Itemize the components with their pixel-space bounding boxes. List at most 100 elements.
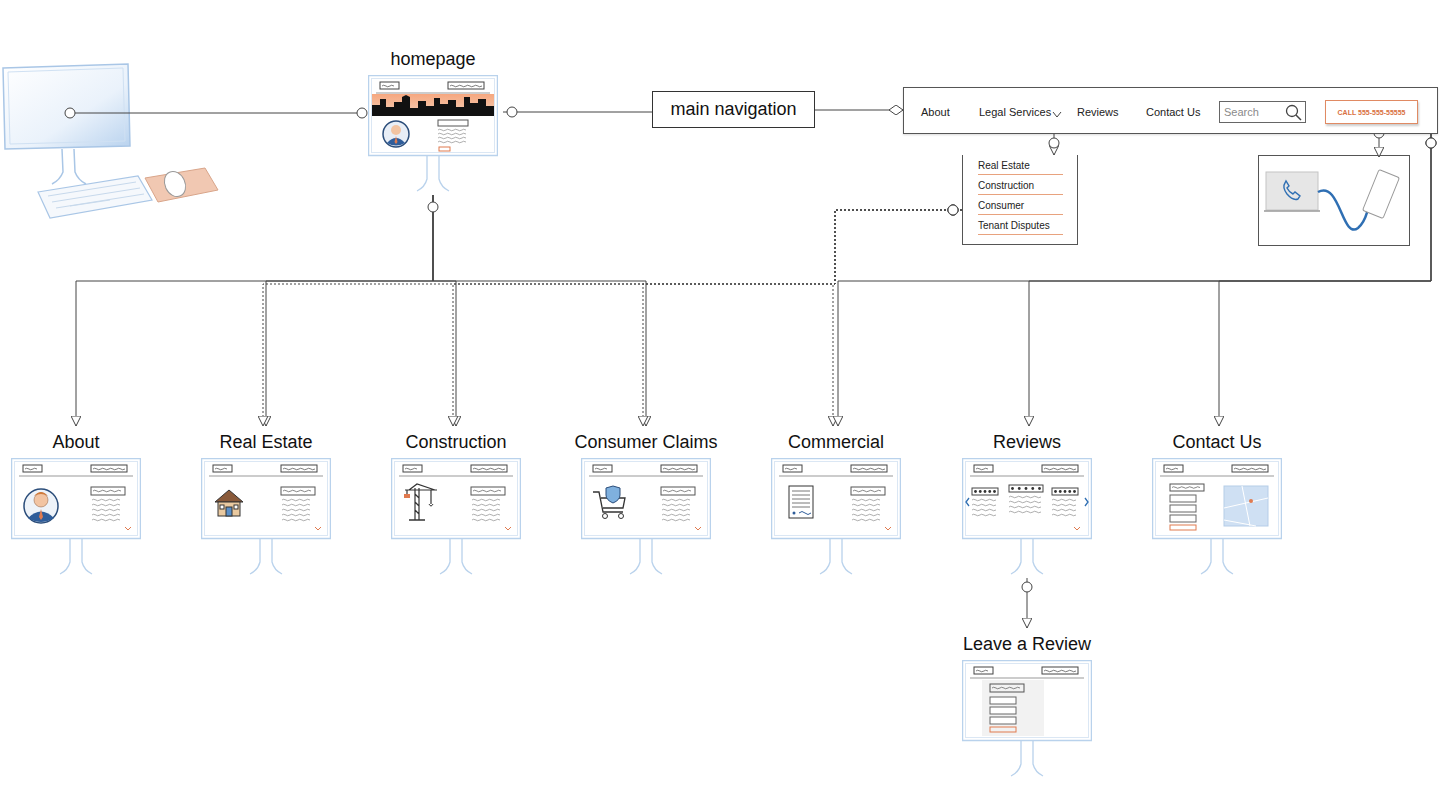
menu-box [1042,465,1078,472]
house-wall [218,502,240,516]
text-line [1009,496,1041,498]
form-field [990,717,1016,724]
monitor-stand [440,539,472,574]
cart-wheel [619,514,624,519]
text-line [972,514,996,516]
map-roads [1224,486,1268,526]
connector [643,210,962,426]
star [1054,490,1057,493]
text-line [472,509,500,511]
star [1025,487,1028,490]
navigation-box: main navigation [652,91,815,128]
monitor-stand [1201,539,1233,574]
connector [1029,134,1431,426]
text-line [92,504,120,506]
monitor-frame [369,76,498,156]
hero-sky [372,94,494,116]
menu-mark [1234,468,1266,470]
text-line [1052,509,1076,511]
logo-mark [25,468,37,470]
menu-box [471,465,507,472]
logo-box [380,82,399,89]
connector-dot [1049,138,1059,148]
heading-box [1170,484,1204,491]
scroll-chevron [125,527,131,530]
review-stars-box [972,488,998,495]
text-line [662,514,690,516]
connector [1219,134,1431,426]
connector-dot [948,205,958,215]
nav-link: About [921,106,950,118]
monitor-inner [15,462,138,536]
star [1059,490,1062,493]
text-line [852,519,880,521]
nav-link: Legal Services [979,106,1051,118]
heading-mark [663,490,691,492]
connector [266,195,433,426]
screen-wireframe [1152,458,1282,578]
screen [12,459,141,575]
logo-mark [976,670,988,672]
star [993,490,996,493]
monitor-inner [395,462,518,536]
document-line [792,507,810,508]
text-line [92,499,120,501]
star [1031,487,1034,490]
heading-mark [1172,487,1200,489]
page-title: Leave a Review [947,628,1107,655]
call-to-action [439,147,450,151]
page-title: Construction [376,426,536,453]
text-line [282,504,310,506]
logo-box [23,465,42,472]
screen-wireframe [368,75,498,195]
search-box: Search [1219,101,1306,123]
connector-dot [1426,138,1436,148]
menu-box [91,465,127,472]
header-rule [970,678,1084,679]
box-label: main navigation [670,99,796,120]
screen [772,459,901,575]
screen [582,459,711,575]
heading-box [661,487,695,495]
scroll-chevron [1074,527,1080,530]
text-line [662,499,690,501]
submit-button [1170,525,1196,530]
menu-mark [93,468,125,470]
menu-item: Real Estate [978,156,1063,175]
screen [392,459,521,575]
connector-dot [507,107,517,117]
menu-box [281,465,317,472]
logo-mark [595,468,607,470]
text-line [972,509,996,511]
connector [263,210,962,426]
header-rule [970,476,1084,477]
page-wireframe: homepage [363,43,503,195]
avatar-tie [395,136,398,144]
monitor-inner [1156,462,1279,536]
map-pin [1249,499,1253,503]
call-label: CALL 555-555-55555 [1338,109,1406,116]
house-roof [215,490,243,502]
monitor-frame [12,459,141,539]
page-title: Contact Us [1137,426,1297,453]
form-field [1170,515,1196,522]
monitor-inner [966,462,1089,536]
header-rule [376,93,490,94]
crane-weight [404,494,410,498]
dropdown-menu: Real EstateConstructionConsumerTenant Di… [962,155,1078,245]
menu-box [448,82,484,89]
page-title: Commercial [756,426,916,453]
avatar-head [391,125,401,135]
monitor-frame [202,459,331,539]
house-door [226,507,232,516]
page-title: Consumer Claims [566,426,726,453]
monitor-stand [250,539,282,574]
document-signature [799,512,811,515]
text-line [852,514,880,516]
screen [202,459,331,575]
phone-illustration [1259,156,1410,246]
connector-dot [948,205,958,215]
form-panel [982,680,1044,736]
monitor-frame [772,459,901,539]
